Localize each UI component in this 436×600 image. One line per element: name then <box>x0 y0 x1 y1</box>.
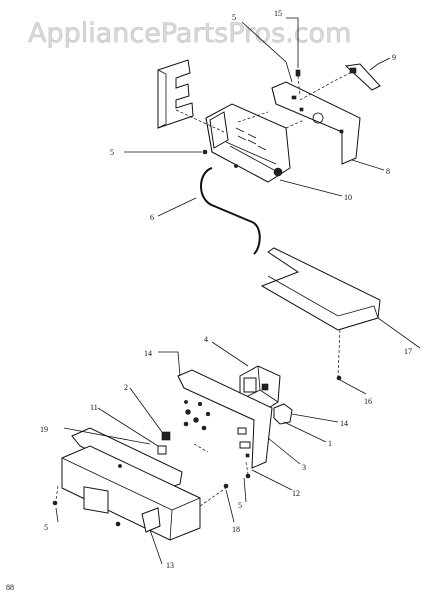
watermark-text: AppliancePartsPros.com <box>28 18 351 49</box>
switch-part <box>344 63 381 91</box>
screw-5-right <box>245 473 251 479</box>
hardware-11 <box>157 445 167 455</box>
callout-19: 19 <box>40 425 48 434</box>
connector-part <box>273 403 293 425</box>
ice-maker-body <box>205 103 291 183</box>
callout-18: 18 <box>232 525 240 534</box>
screw-5-left <box>52 500 58 506</box>
cover-bracket <box>157 59 194 129</box>
page-number: 88 <box>6 583 14 592</box>
screw-cluster <box>185 409 191 415</box>
callout-15: 15 <box>274 9 282 18</box>
callout-5-left: 5 <box>110 148 114 157</box>
callout-14-right: 14 <box>340 419 348 428</box>
housing-box <box>61 445 201 541</box>
callout-4: 4 <box>204 335 208 344</box>
callout-14-top: 14 <box>144 349 152 358</box>
screw-18 <box>223 483 229 489</box>
callout-8: 8 <box>386 167 390 176</box>
tray-part <box>71 427 183 489</box>
screw-5-upper <box>202 149 208 155</box>
callout-1: 1 <box>328 439 332 448</box>
callout-12: 12 <box>292 489 300 498</box>
wire-harness <box>200 167 261 255</box>
callout-10: 10 <box>344 193 352 202</box>
callout-5-lower: 5 <box>238 501 242 510</box>
callout-5-bottom: 5 <box>44 523 48 532</box>
callout-6: 6 <box>150 213 154 222</box>
callout-2: 2 <box>124 383 128 392</box>
bracket-plate <box>177 369 273 469</box>
hardware-2 <box>161 431 171 441</box>
mounting-plate <box>271 81 361 165</box>
callout-5-top: 5 <box>232 13 236 22</box>
callout-11: 11 <box>90 403 98 412</box>
callout-9: 9 <box>392 53 396 62</box>
callout-17: 17 <box>404 347 412 356</box>
callout-13: 13 <box>166 561 174 570</box>
callout-3: 3 <box>302 463 306 472</box>
callout-16: 16 <box>364 397 372 406</box>
cover-panel <box>260 247 381 331</box>
screw-15 <box>295 69 301 77</box>
